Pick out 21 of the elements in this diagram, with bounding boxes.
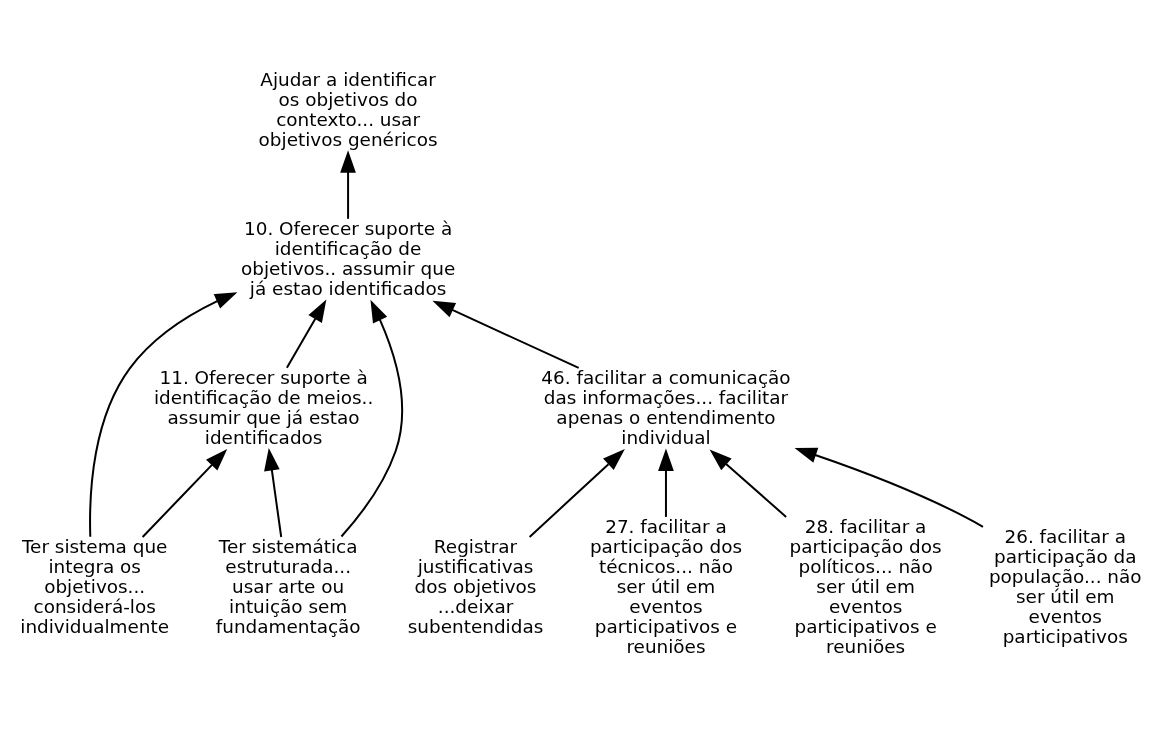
arrow: [340, 299, 403, 537]
arrow: [709, 448, 788, 518]
node-text: Ajudar a identificar os objetivos do contexto... usar objetivos genéricos: [258, 68, 438, 150]
node-text: 10. Oferecer suporte à identificação de objetivos.. assumir que já estao identificados: [240, 217, 456, 299]
arrow: [264, 447, 283, 538]
arrow: [658, 447, 674, 518]
node-text: Registrar justificativas dos objetivos ...deixar subentendidas: [407, 535, 544, 637]
node-text: 27. facilitar a participação dos técnicos... não ser útil em eventos participativos e reuniões: [589, 515, 743, 657]
node-text: 28. facilitar a participação dos políticos... não ser útil em eventos participativos e reuniões: [789, 515, 942, 657]
node-text: 46. facilitar a comunicação das informações... facilitar apenas o entendimento individual: [541, 366, 791, 448]
node-text: Ter sistemática estruturada... usar arte ou intuição sem fundamentação: [215, 535, 361, 637]
arrow: [89, 291, 238, 538]
node-text: 11. Oferecer suporte à identificação de meios.. assumir que já estao identificados: [153, 366, 374, 448]
arrow: [432, 300, 580, 369]
arrow: [285, 299, 327, 369]
node-text: 26. facilitar a participação da população... não ser útil em eventos participativos: [988, 525, 1142, 647]
arrow: [528, 448, 625, 538]
arrow: [340, 149, 356, 220]
arrow: [794, 447, 984, 528]
node-text: Ter sistema que integra os objetivos... considerá-los individualmente: [20, 535, 170, 637]
arrow: [141, 448, 228, 538]
